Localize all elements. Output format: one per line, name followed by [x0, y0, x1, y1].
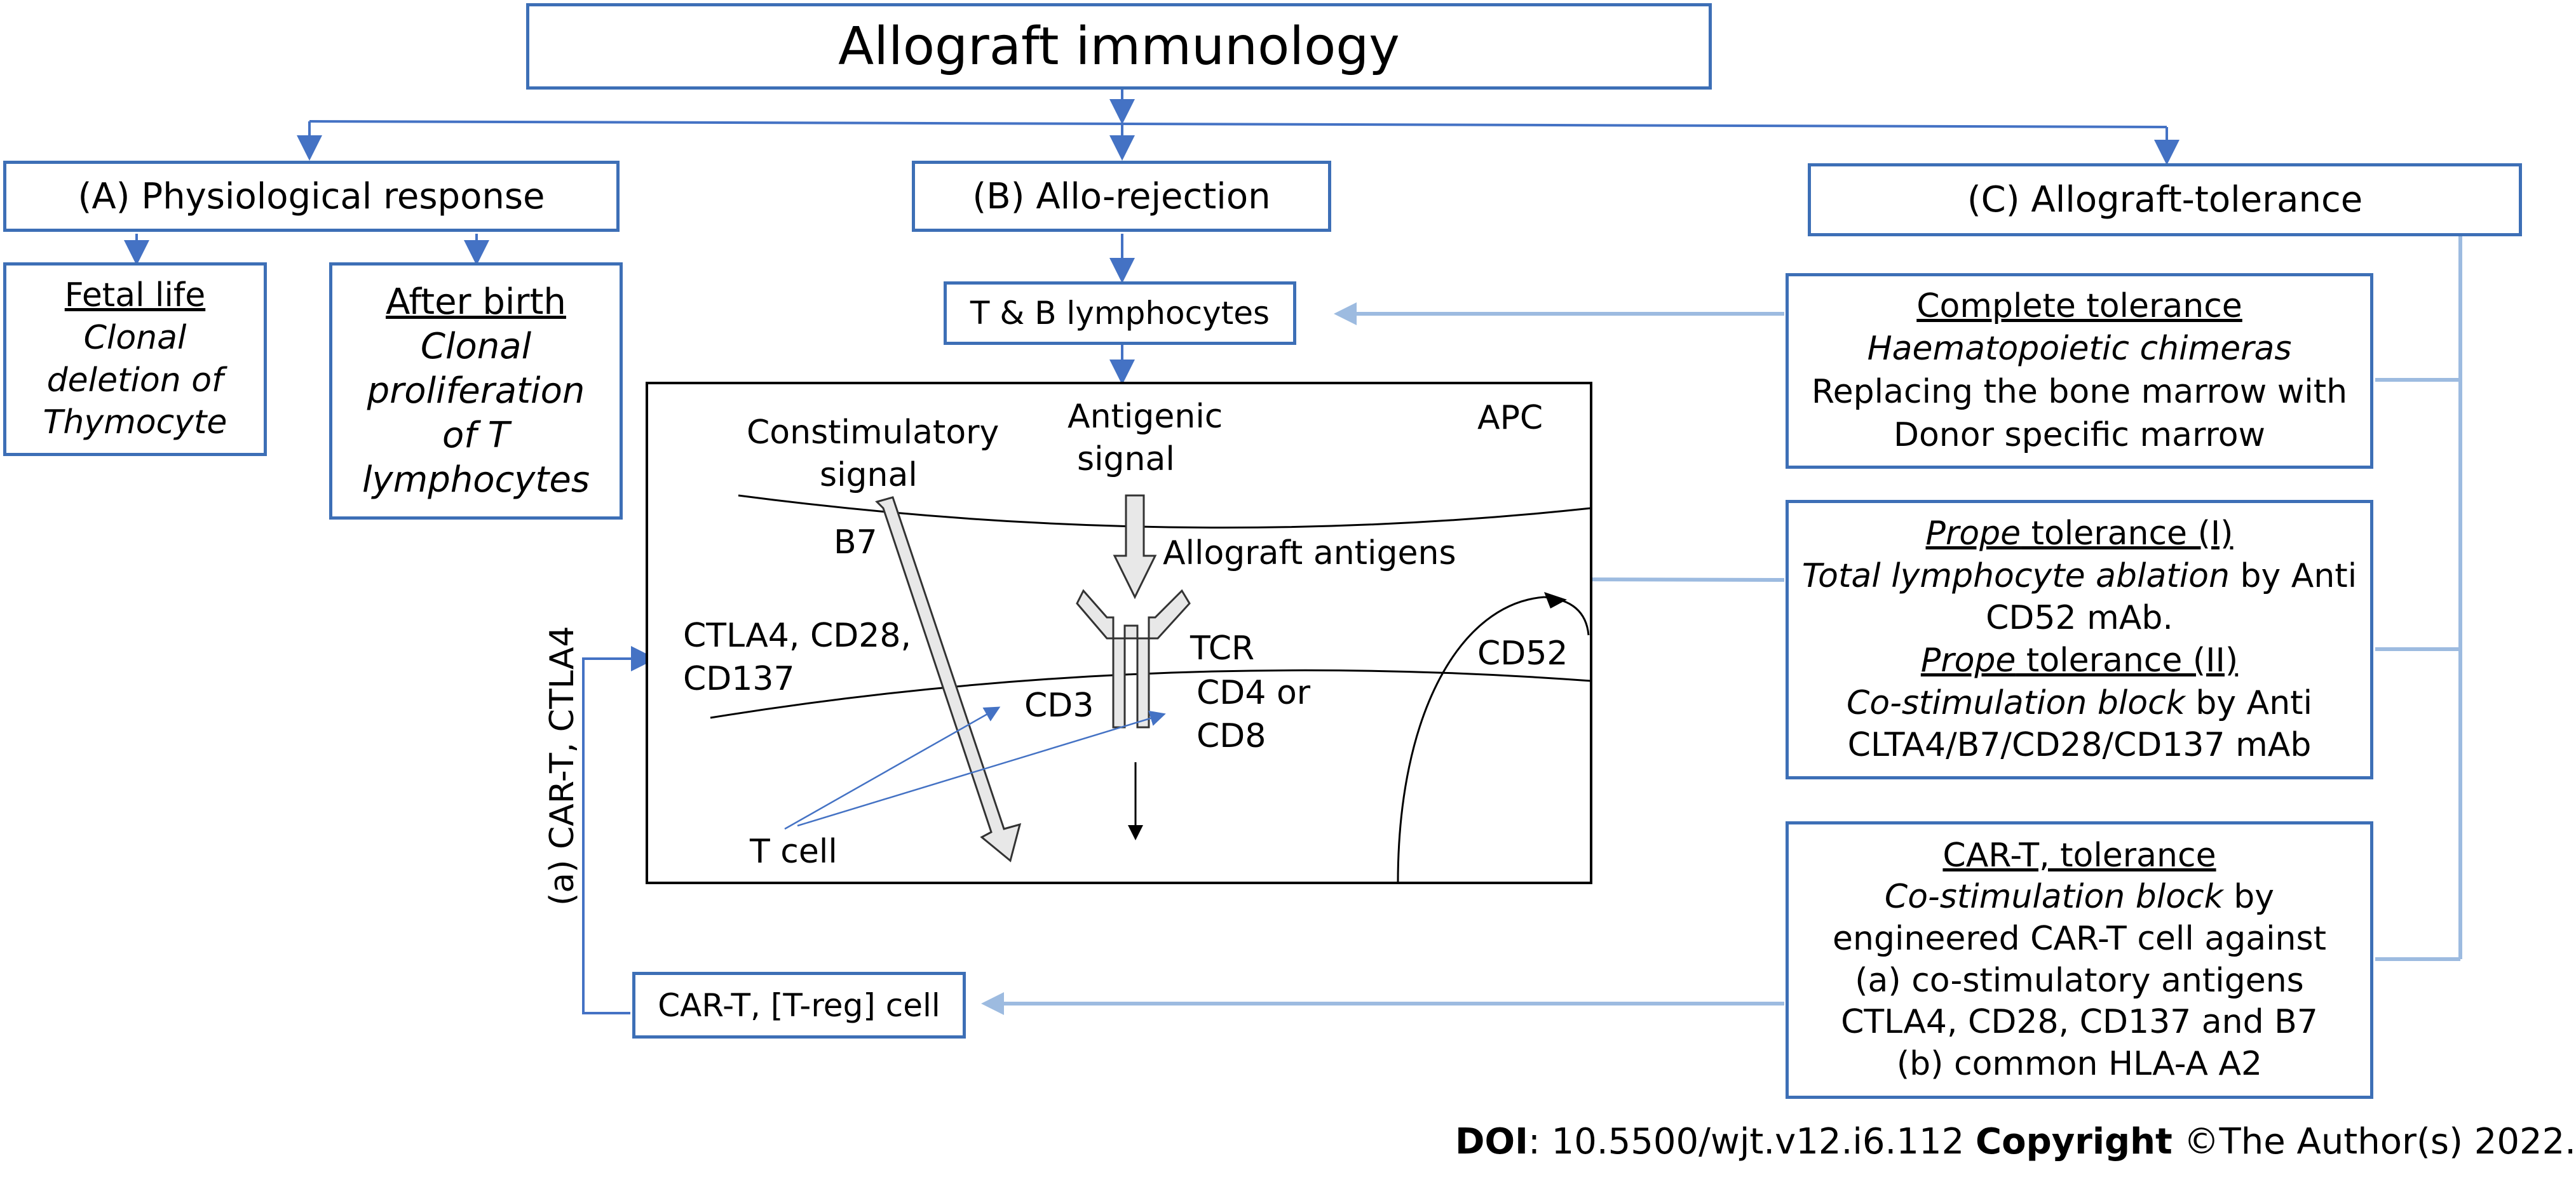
complete-tolerance-heading: Complete tolerance: [1916, 286, 2242, 325]
constim-label-2: signal: [820, 456, 918, 494]
ctla-label-2: CD137: [683, 660, 795, 698]
ctla-label-1: CTLA4, CD28,: [683, 617, 911, 655]
apc-curve-arrowhead: [1544, 592, 1567, 609]
cart-line-3: (a) co-stimulatory antigens: [1855, 961, 2304, 1000]
costim-arrow: [875, 496, 1022, 863]
cd4-label-2: CD8: [1196, 717, 1266, 755]
lymphocytes-box: T & B lymphocytes: [944, 281, 1296, 345]
cart-loop-arrow: [582, 646, 656, 1014]
cd3-label: CD3: [1024, 687, 1094, 725]
prope-heading-2: Prope tolerance (II): [1921, 640, 2238, 682]
doi-value: : 10.5500/wjt.v12.i6.112: [1528, 1121, 1976, 1162]
after-birth-line-1: Clonal: [420, 325, 532, 367]
doi-label: DOI: [1455, 1121, 1528, 1162]
fetal-life-heading: Fetal life: [64, 276, 206, 315]
prope-line-3-italic: Co-stimulation block: [1846, 683, 2185, 722]
prope-line-1-italic: Total lymphocyte ablation: [1801, 556, 2230, 595]
complete-tolerance-box: Complete tolerance Haematopoietic chimer…: [1786, 273, 2373, 469]
after-birth-line-3: of T: [442, 414, 510, 456]
footer-citation: DOI: 10.5500/wjt.v12.i6.112 Copyright ©T…: [1455, 1124, 2576, 1160]
title-box: Allograft immunology: [526, 3, 1712, 90]
fetal-line-3: Thymocyte: [43, 403, 227, 442]
prope-line-2: CD52 mAb.: [1986, 599, 2173, 638]
after-birth-line-4: lymphocytes: [362, 459, 590, 501]
cart-line-5: (b) common HLA-A A2: [1896, 1044, 2263, 1083]
tolerance-bracket: [2375, 236, 2462, 961]
cd4-label-1: CD4 or: [1196, 674, 1311, 712]
antigenic-arrow: [1113, 494, 1157, 600]
top-connectors: [124, 89, 2179, 385]
complete-tolerance-line-2: Replacing the bone marrow with: [1811, 373, 2348, 411]
cart-treg-box: CAR-T, [T-reg] cell: [632, 972, 966, 1039]
prope-heading-2-rest: tolerance (II): [2016, 642, 2239, 680]
fetal-line-2: deletion of: [46, 361, 224, 400]
apc-panel-frame: [646, 382, 1592, 884]
fetal-line-1: Clonal: [83, 318, 187, 357]
prope-heading-2-italic: Prope: [1920, 642, 2016, 680]
branch-allograft-tolerance: (C) Allograft-tolerance: [1808, 163, 2522, 236]
cart-line-2: engineered CAR-T cell against: [1833, 919, 2326, 958]
copyright-label: Copyright: [1976, 1121, 2173, 1162]
antigenic-label-2: signal: [1077, 440, 1175, 478]
apc-label: APC: [1477, 399, 1543, 437]
branch-allo-rejection-label: (B) Allo-rejection: [972, 175, 1271, 217]
cart-tolerance-box: CAR-T, tolerance Co-stimulation block by…: [1786, 821, 2373, 1099]
page-title: Allograft immunology: [838, 16, 1400, 77]
prope-line-1-rest: by Anti: [2229, 556, 2357, 595]
cart-tolerance-heading: CAR-T, tolerance: [1942, 836, 2216, 875]
branch-allo-rejection: (B) Allo-rejection: [912, 161, 1331, 232]
prope-heading-1: Prope tolerance (I): [1926, 513, 2234, 555]
cart-line-4: CTLA4, CD28, CD137 and B7: [1841, 1003, 2318, 1042]
cart-line-1-italic: Co-stimulation block: [1884, 878, 2223, 917]
constim-label-1: Constimulatory: [747, 414, 1000, 452]
prope-line-3-rest: by Anti: [2185, 683, 2313, 722]
allograft-antigens-label: Allograft antigens: [1163, 534, 1456, 572]
diagram-connectors: [124, 89, 2462, 1015]
after-birth-line-2: proliferation: [367, 370, 585, 412]
branch-physiological: (A) Physiological response: [3, 161, 620, 232]
cd52-label: CD52: [1477, 635, 1568, 673]
branch-allograft-tolerance-label: (C) Allograft-tolerance: [1967, 179, 2363, 220]
cart-line-1: Co-stimulation block by: [1885, 877, 2274, 918]
cart-line-1-rest: by: [2223, 878, 2275, 917]
prope-heading-1-italic: Prope: [1925, 515, 2021, 553]
cart-treg-label: CAR-T, [T-reg] cell: [658, 986, 940, 1024]
side-cart-label: (a) CAR-T, CTLA4: [543, 626, 581, 906]
tcell-pointers: [784, 706, 1166, 830]
tcr-receptor: [1076, 589, 1191, 729]
prope-line-1: Total lymphocyte ablation by Anti: [1802, 555, 2357, 598]
after-birth-heading: After birth: [386, 281, 566, 323]
lymphocytes-label: T & B lymphocytes: [970, 295, 1270, 332]
branch-physiological-label: (A) Physiological response: [78, 175, 545, 217]
prope-heading-1-rest: tolerance (I): [2021, 515, 2234, 553]
prope-tolerance-box: Prope tolerance (I) Total lymphocyte abl…: [1786, 500, 2373, 779]
complete-tolerance-line-3: Donor specific marrow: [1893, 415, 2266, 454]
copyright-value: ©The Author(s) 2022.: [2172, 1121, 2576, 1162]
fetal-life-box: Fetal life Clonal deletion of Thymocyte: [3, 262, 267, 456]
after-birth-box: After birth Clonal proliferation of T ly…: [329, 262, 623, 520]
tcell-label: T cell: [750, 833, 837, 871]
prope-line-3: Co-stimulation block by Anti: [1847, 682, 2312, 725]
antigenic-label-1: Antigenic: [1068, 398, 1223, 436]
complete-tolerance-line-1: Haematopoietic chimeras: [1867, 330, 2292, 368]
prope-line-4: CLTA4/B7/CD28/CD137 mAb: [1847, 726, 2312, 765]
tcr-label: TCR: [1190, 629, 1255, 668]
b7-label: B7: [834, 523, 878, 562]
